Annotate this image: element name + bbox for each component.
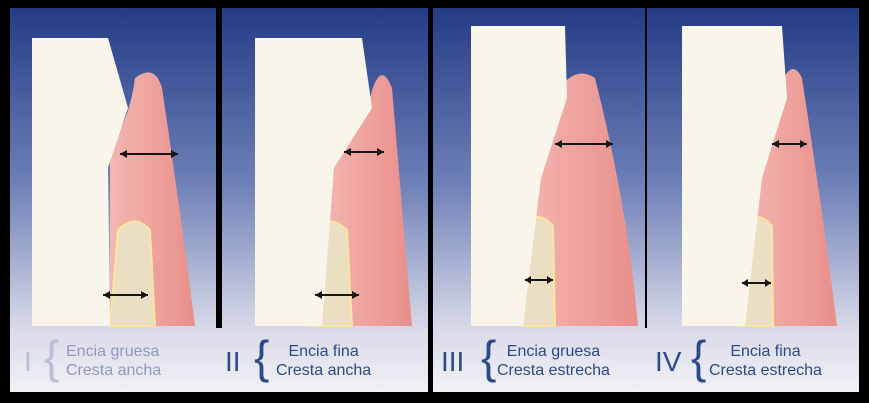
type-numeral: II — [225, 346, 241, 378]
left-figure: I { Encia gruesa Cresta ancha II { Encia… — [10, 8, 428, 392]
brace-icon: { — [254, 334, 269, 380]
crest-label: Cresta ancha — [66, 362, 161, 379]
labels-right: III { Encia gruesa Cresta estrecha IV { … — [433, 328, 859, 392]
type-numeral: IV — [655, 346, 681, 378]
tissue-label: Encia fina — [288, 343, 358, 360]
right-figure: III { Encia gruesa Cresta estrecha IV { … — [433, 8, 859, 392]
type-description: Encia gruesa Cresta estrecha — [497, 342, 610, 380]
crest-label: Cresta estrecha — [709, 362, 822, 379]
tissue-label: Encia gruesa — [507, 343, 600, 360]
panel-2-illustration — [222, 8, 428, 328]
bone-crest — [110, 222, 155, 327]
type-description: Encia gruesa Cresta ancha — [66, 342, 161, 380]
type-numeral: I — [24, 346, 32, 378]
panel-4-diagram — [647, 8, 859, 328]
brace-icon: { — [44, 334, 59, 380]
panel-2-diagram — [222, 8, 428, 328]
tissue-label: Encia fina — [730, 343, 800, 360]
panel-3-illustration — [433, 8, 645, 328]
panel-3-diagram — [433, 8, 645, 328]
panel-4-illustration — [647, 8, 859, 328]
brace-icon: { — [691, 334, 706, 380]
panel-1-illustration — [10, 8, 216, 328]
panel-1-diagram — [10, 8, 216, 328]
crest-label: Cresta ancha — [276, 362, 371, 379]
type-description: Encia fina Cresta ancha — [276, 342, 371, 380]
brace-icon: { — [481, 334, 496, 380]
crest-label: Cresta estrecha — [497, 362, 610, 379]
tissue-label: Encia gruesa — [66, 343, 159, 360]
type-description: Encia fina Cresta estrecha — [709, 342, 822, 380]
type-numeral: III — [441, 346, 464, 378]
labels-left: I { Encia gruesa Cresta ancha II { Encia… — [10, 328, 428, 392]
